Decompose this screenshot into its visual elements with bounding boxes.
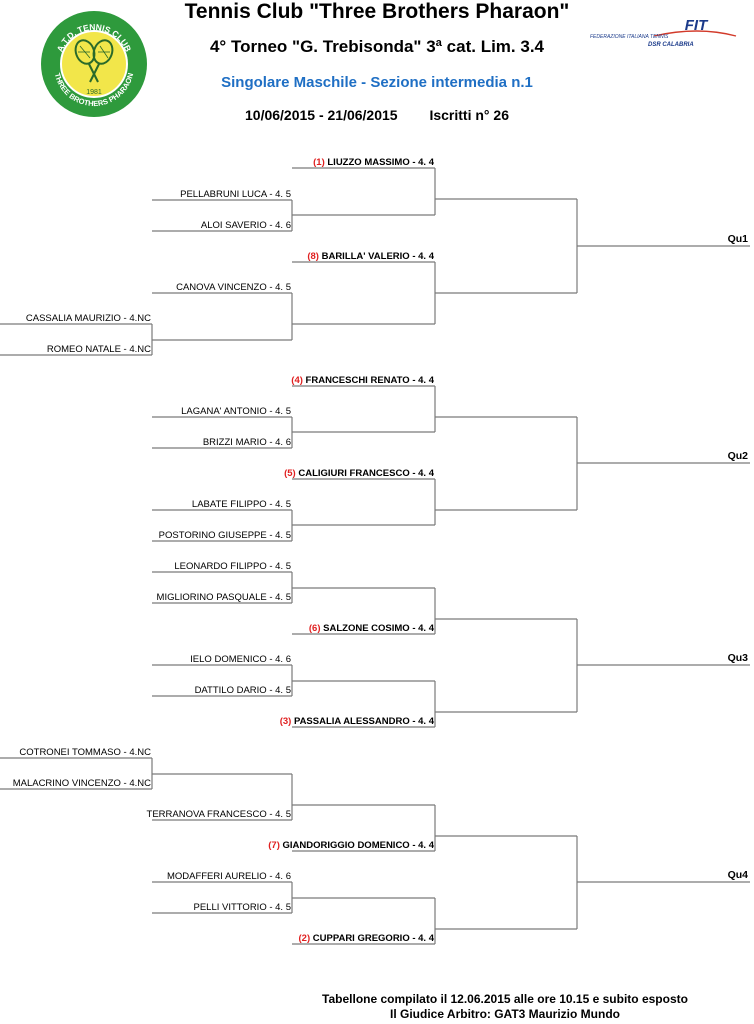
player-name: SALZONE COSIMO - 4. 4 [323,623,435,634]
player-name: BARILLA' VALERIO - 4. 4 [322,251,435,262]
footer: Tabellone compilato il 12.06.2015 alle o… [250,992,754,1022]
club-logo-icon: A.T.D. TENNIS CLUB THREE BROTHERS PHARAO… [41,11,147,117]
fit-mark: FIT [685,17,709,34]
seed-number: (6) [309,623,323,634]
player-name: DATTILO DARIO - 4. 5 [195,685,291,696]
fit-line1: FEDERAZIONE ITALIANA TENNIS [590,34,669,40]
player-name: MIGLIORINO PASQUALE - 4. 5 [157,592,291,603]
fit-line2: DSR CALABRIA [648,42,694,48]
player-name: MALACRINO VINCENZO - 4.NC [13,778,151,789]
section-title: Singolare Maschile - Sezione intermedia … [221,74,533,91]
player-name: PELLABRUNI LUCA - 4. 5 [180,189,291,200]
player-name: CUPPARI GREGORIO - 4. 4 [313,933,435,944]
seed-number: (4) [291,375,305,386]
dates-line: 10/06/2015 - 21/06/2015 Iscritti n° 26 [150,107,604,123]
player-entry: BRIZZI MARIO - 4. 6 [203,437,291,448]
player-name: ALOI SAVERIO - 4. 6 [201,220,291,231]
player-entry: ROMEO NATALE - 4.NC [47,344,151,355]
player-name: POSTORINO GIUSEPPE - 4. 5 [159,530,291,541]
rackets-icon [74,39,114,83]
seed-number: (3) [280,716,294,727]
player-entry: POSTORINO GIUSEPPE - 4. 5 [159,530,291,541]
player-name: BRIZZI MARIO - 4. 6 [203,437,291,448]
player-name: GIANDORIGGIO DOMENICO - 4. 4 [283,840,435,851]
player-entry: ALOI SAVERIO - 4. 6 [201,220,291,231]
qualifier-label: Qu2 [728,450,749,462]
qualifier-label: Qu3 [728,652,749,664]
seed-number: (8) [307,251,321,262]
seed-number: (5) [284,468,298,479]
player-entry: (5) CALIGIURI FRANCESCO - 4. 4 [284,468,435,479]
fit-logo-icon: FIT FEDERAZIONE ITALIANA TENNIS DSR CALA… [590,17,737,48]
player-entry: (8) BARILLA' VALERIO - 4. 4 [307,251,434,262]
player-entry: (7) GIANDORIGGIO DOMENICO - 4. 4 [268,840,434,851]
tournament-title: 4° Torneo "G. Trebisonda" 3ª cat. Lim. 3… [209,37,545,56]
player-entry: DATTILO DARIO - 4. 5 [195,685,291,696]
player-name: PASSALIA ALESSANDRO - 4. 4 [294,716,435,727]
player-entry: LABATE FILIPPO - 4. 5 [192,499,291,510]
player-entry: IELO DOMENICO - 4. 6 [190,654,291,665]
player-entry: CASSALIA MAURIZIO - 4.NC [26,313,151,324]
player-entry: (2) CUPPARI GREGORIO - 4. 4 [299,933,435,944]
player-name: ROMEO NATALE - 4.NC [47,344,151,355]
player-entry: MODAFFERI AURELIO - 4. 6 [167,871,291,882]
player-name: LAGANA' ANTONIO - 4. 5 [181,406,291,417]
player-entry: LEONARDO FILIPPO - 4. 5 [174,561,291,572]
player-entry: PELLI VITTORIO - 4. 5 [194,902,292,913]
player-name: TERRANOVA FRANCESCO - 4. 5 [147,809,291,820]
player-entry: (1) LIUZZO MASSIMO - 4. 4 [313,157,435,168]
player-entry: PELLABRUNI LUCA - 4. 5 [180,189,291,200]
footer-compiled-note: Tabellone compilato il 12.06.2015 alle o… [322,992,688,1006]
player-name: CALIGIURI FRANCESCO - 4. 4 [298,468,434,479]
player-entry: LAGANA' ANTONIO - 4. 5 [181,406,291,417]
player-name: LIUZZO MASSIMO - 4. 4 [327,157,434,168]
tournament-dates: 10/06/2015 - 21/06/2015 [245,107,398,123]
qualifier-label: Qu4 [728,869,749,881]
player-entry: (6) SALZONE COSIMO - 4. 4 [309,623,435,634]
player-entry: (4) FRANCESCHI RENATO - 4. 4 [291,375,434,386]
qualifier-label: Qu1 [728,233,749,245]
seed-number: (1) [313,157,327,168]
player-entry: COTRONEI TOMMASO - 4.NC [19,747,151,758]
player-name: MODAFFERI AURELIO - 4. 6 [167,871,291,882]
seed-number: (7) [268,840,282,851]
player-name: IELO DOMENICO - 4. 6 [190,654,291,665]
seed-number: (2) [299,933,313,944]
player-entry: MALACRINO VINCENZO - 4.NC [13,778,151,789]
entries-count: Iscritti n° 26 [429,107,509,123]
player-entry: TERRANOVA FRANCESCO - 4. 5 [147,809,291,820]
footer-referee: Il Giudice Arbitro: GAT3 Maurizio Mundo [390,1007,620,1021]
player-name: LABATE FILIPPO - 4. 5 [192,499,291,510]
club-name: Tennis Club "Three Brothers Pharaon" [184,0,570,23]
logo-year: 1981 [86,89,102,96]
player-name: PELLI VITTORIO - 4. 5 [194,902,292,913]
header: Tennis Club "Three Brothers Pharaon" 4° … [0,0,754,130]
player-name: CANOVA VINCENZO - 4. 5 [176,282,291,293]
player-name: FRANCESCHI RENATO - 4. 4 [306,375,435,386]
player-name: LEONARDO FILIPPO - 4. 5 [174,561,291,572]
player-name: CASSALIA MAURIZIO - 4.NC [26,313,151,324]
player-entry: CANOVA VINCENZO - 4. 5 [176,282,291,293]
player-name: COTRONEI TOMMASO - 4.NC [19,747,151,758]
player-entry: MIGLIORINO PASQUALE - 4. 5 [157,592,291,603]
fit-swoosh-icon [653,30,737,37]
logo-inner-disc [60,30,128,98]
player-entry: (3) PASSALIA ALESSANDRO - 4. 4 [280,716,435,727]
